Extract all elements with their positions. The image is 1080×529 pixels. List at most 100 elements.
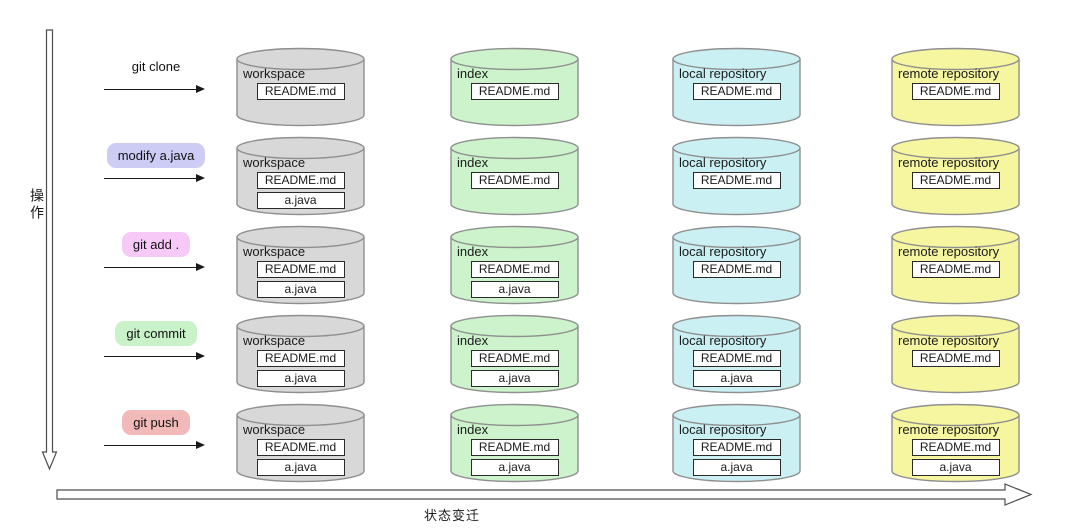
file-list: README.md a.java xyxy=(450,439,579,476)
x-axis-arrow xyxy=(56,483,1033,506)
file-list: README.md a.java xyxy=(450,350,579,387)
file-box: README.md xyxy=(256,439,345,456)
cylinder-remote-repository-row-5: remote repository README.md a.java xyxy=(891,403,1020,483)
file-list: README.md xyxy=(672,261,801,278)
cylinder-label: remote repository xyxy=(898,333,1000,348)
action-area: git push xyxy=(100,401,212,449)
action-badge-git-clone: git clone xyxy=(131,59,181,74)
file-box: README.md xyxy=(692,83,781,100)
action-area: git clone xyxy=(100,45,212,93)
cylinder-index-row-4: index README.md a.java xyxy=(450,314,579,394)
cylinder-index-row-1: index README.md xyxy=(450,47,579,127)
cylinder-label: index xyxy=(457,66,489,81)
action-area: git commit xyxy=(100,312,212,360)
x-axis-label: 状态变迁 xyxy=(424,508,481,523)
file-box: README.md xyxy=(256,172,345,189)
cylinder-label: local repository xyxy=(679,155,767,170)
cylinder-workspace-row-2: workspace README.md a.java xyxy=(236,136,365,216)
file-box: README.md xyxy=(470,350,559,367)
file-box: README.md xyxy=(256,350,345,367)
cylinder-label: index xyxy=(457,155,489,170)
cylinder-workspace-row-3: workspace README.md a.java xyxy=(236,225,365,305)
y-axis-label: 操作 xyxy=(29,188,45,222)
file-box: README.md xyxy=(911,172,1000,189)
file-list: README.md xyxy=(672,172,801,189)
row-modify-a-java: modify a.java workspace README.md a.java… xyxy=(0,134,1080,224)
row-git-commit: git commit workspace README.md a.java in… xyxy=(0,312,1080,402)
file-box: a.java xyxy=(692,459,781,476)
cylinder-label: workspace xyxy=(243,422,306,437)
cylinder-label: workspace xyxy=(243,333,306,348)
row-git-push: git push workspace README.md a.java inde… xyxy=(0,401,1080,491)
cylinder-label: index xyxy=(457,422,489,437)
cylinder-label: workspace xyxy=(243,244,306,259)
file-list: README.md a.java xyxy=(236,439,365,476)
file-box: README.md xyxy=(692,172,781,189)
cylinder-remote-repository-row-3: remote repository README.md xyxy=(891,225,1020,305)
file-list: README.md xyxy=(891,172,1020,189)
cylinder-label: index xyxy=(457,333,489,348)
row-git-clone: git clone workspace README.md index READ… xyxy=(0,45,1080,135)
cylinder-index-row-5: index README.md a.java xyxy=(450,403,579,483)
cylinder-local-repository-row-1: local repository README.md xyxy=(672,47,801,127)
file-list: README.md a.java xyxy=(236,172,365,209)
action-area: modify a.java xyxy=(100,134,212,182)
cylinder-index-row-3: index README.md a.java xyxy=(450,225,579,305)
action-arrow-icon xyxy=(104,262,205,271)
cylinder-label: local repository xyxy=(679,66,767,81)
file-box: README.md xyxy=(692,439,781,456)
row-git-add: git add . workspace README.md a.java ind… xyxy=(0,223,1080,313)
action-arrow-icon xyxy=(104,84,205,93)
file-box: a.java xyxy=(256,192,345,209)
cylinder-label: remote repository xyxy=(898,244,1000,259)
cylinder-label: local repository xyxy=(679,244,767,259)
file-list: README.md a.java xyxy=(236,261,365,298)
file-box: a.java xyxy=(470,459,559,476)
cylinder-local-repository-row-3: local repository README.md xyxy=(672,225,801,305)
file-box: README.md xyxy=(911,83,1000,100)
file-list: README.md xyxy=(891,261,1020,278)
file-box: README.md xyxy=(470,172,559,189)
action-badge-git-push: git push xyxy=(122,410,190,435)
action-badge-modify-a-java: modify a.java xyxy=(106,143,206,168)
cylinder-local-repository-row-2: local repository README.md xyxy=(672,136,801,216)
file-box: README.md xyxy=(911,439,1000,456)
file-list: README.md xyxy=(891,350,1020,367)
file-box: README.md xyxy=(470,439,559,456)
file-box: README.md xyxy=(256,83,345,100)
cylinder-workspace-row-4: workspace README.md a.java xyxy=(236,314,365,394)
file-box: a.java xyxy=(470,370,559,387)
file-list: README.md a.java xyxy=(236,350,365,387)
file-box: README.md xyxy=(911,350,1000,367)
file-box: a.java xyxy=(256,281,345,298)
action-badge-git-commit: git commit xyxy=(115,321,197,346)
action-arrow-icon xyxy=(104,351,205,360)
file-box: README.md xyxy=(911,261,1000,278)
action-arrow-icon xyxy=(104,173,205,182)
cylinder-remote-repository-row-1: remote repository README.md xyxy=(891,47,1020,127)
cylinder-remote-repository-row-2: remote repository README.md xyxy=(891,136,1020,216)
file-box: a.java xyxy=(692,370,781,387)
file-list: README.md xyxy=(450,172,579,189)
cylinder-remote-repository-row-4: remote repository README.md xyxy=(891,314,1020,394)
file-box: README.md xyxy=(470,83,559,100)
cylinder-label: index xyxy=(457,244,489,259)
cylinder-label: local repository xyxy=(679,333,767,348)
file-list: README.md xyxy=(450,83,579,100)
file-box: a.java xyxy=(256,370,345,387)
cylinder-label: remote repository xyxy=(898,155,1000,170)
file-list: README.md xyxy=(672,83,801,100)
action-arrow-icon xyxy=(104,440,205,449)
file-box: README.md xyxy=(692,261,781,278)
cylinder-label: remote repository xyxy=(898,422,1000,437)
cylinder-workspace-row-1: workspace README.md xyxy=(236,47,365,127)
cylinder-local-repository-row-5: local repository README.md a.java xyxy=(672,403,801,483)
file-box: README.md xyxy=(692,350,781,367)
file-box: a.java xyxy=(256,459,345,476)
action-area: git add . xyxy=(100,223,212,271)
file-box: a.java xyxy=(911,459,1000,476)
file-list: README.md a.java xyxy=(891,439,1020,476)
file-box: a.java xyxy=(470,281,559,298)
